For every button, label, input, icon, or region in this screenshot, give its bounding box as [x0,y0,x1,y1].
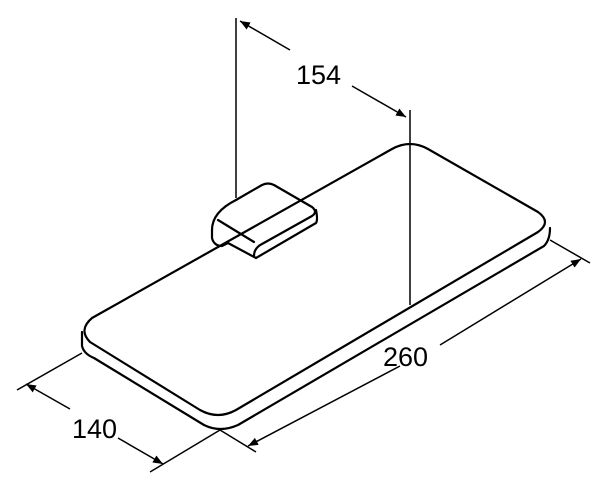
extension-line [16,352,83,391]
dimension-label-140: 140 [72,414,117,444]
dimension-label-154: 154 [296,60,341,90]
dimension-arrow [25,383,71,410]
dimension-label-260: 260 [383,342,428,372]
extension-line [219,429,257,453]
dimension-arrow [117,437,164,465]
extension-line [149,429,221,473]
wall-bracket [210,182,319,260]
dimension-arrow [247,365,401,447]
shelf-edge [80,226,552,431]
dimension-arrow [351,85,407,118]
extension-line [549,239,591,264]
dimension-arrow [239,20,291,51]
dimension-arrow [439,258,582,346]
shelf-top-face [83,142,547,417]
